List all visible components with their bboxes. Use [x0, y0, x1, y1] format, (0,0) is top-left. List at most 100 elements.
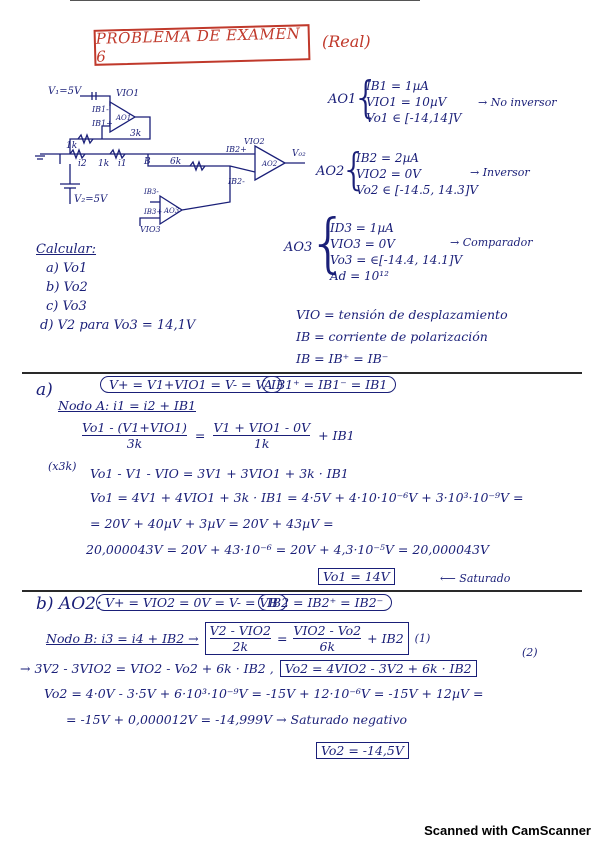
part-a-result: Vo1 = 14V	[318, 568, 395, 585]
spec-ao2-label: AO2	[316, 164, 345, 179]
part-a-eq1: Vo1 - (V1+VIO1) 3k = V1 + VIO1 - 0V 1k +…	[82, 420, 355, 451]
divider-a	[22, 372, 582, 374]
part-b-pill-voltage: V+ = VIO2 = 0V = V- = VB	[96, 594, 287, 611]
spec-ao3-line: Ad = 10¹²	[330, 269, 389, 283]
spec-ao3: ID3 = 1µA VIO3 = 0V Vo3 = ∈[-14.4, 14.1]…	[330, 220, 462, 284]
spec-ao1-note: → No inversor	[478, 96, 557, 109]
part-a-eq4: = 20V + 40µV + 3µV = 20V + 43µV =	[90, 516, 334, 531]
label-ib1m: IB1-	[91, 105, 109, 114]
calcular-item: d) V2 para Vo3 = 14,1V	[40, 318, 196, 333]
part-b-node: Nodo B: i3 = i4 + IB2 →	[46, 631, 199, 646]
spec-ao3-line: Vo3 = ∈[-14.4, 14.1]V	[330, 253, 463, 267]
spec-ao2: IB2 = 2µA VIO2 = 0V Vo2 ∈ [-14.5, 14.3]V	[356, 150, 478, 198]
spec-ao1-line: Vo1 ∈ [-14,14]V	[366, 111, 462, 125]
page-title: PROBLEMA DE EXAMEN 6	[95, 24, 301, 66]
label-vio1: VIO1	[116, 89, 139, 99]
label-vo2: V₀₂	[292, 149, 306, 159]
spec-ao1: IB1 = 1µA VIO1 = 10µV Vo1 ∈ [-14,14]V	[366, 78, 461, 126]
label-ao1: AO1	[115, 114, 131, 122]
resistor-1k-a	[69, 148, 86, 160]
scanner-watermark: Scanned with CamScanner	[424, 823, 591, 838]
part-b-eq2: → 3V2 - 3VIO2 = VIO2 - Vo2 + 6k · IB2 , …	[20, 660, 477, 677]
calcular-item: a) Vo1	[46, 261, 88, 276]
spec-ao3-line: VIO3 = 0V	[330, 237, 395, 251]
label-vio2: VIO2	[244, 137, 265, 146]
resistor-1k-b	[109, 148, 126, 160]
part-b-result: Vo2 = -14,5V	[316, 742, 409, 759]
divider-b	[22, 590, 582, 592]
calcular-item: c) Vo3	[46, 299, 87, 314]
brace-ao1: {	[352, 72, 380, 123]
definitions: VIO = tensión de desplazamiento IB = cor…	[296, 304, 508, 370]
part-b-eq3: Vo2 = 4·0V - 3·5V + 6·10³·10⁻⁹V = -15V +…	[44, 686, 484, 701]
label-r2: 1k	[98, 159, 109, 169]
label-ao3: AO3	[163, 207, 180, 215]
part-a-node: Nodo A: i1 = i2 + IB1	[58, 398, 196, 413]
top-rule	[70, 0, 420, 1]
equation-tag-1: (1)	[414, 632, 431, 645]
brace-ao3: {	[308, 207, 349, 281]
label-vio3: VIO3	[140, 225, 161, 234]
spec-ao2-line: Vo2 ∈ [-14.5, 14.3]V	[356, 183, 479, 197]
part-a-pill-voltage: V+ = V1+VIO1 = V- = VA	[100, 376, 282, 393]
opamp-ao3-shape	[159, 194, 184, 226]
label-ao2: AO2	[261, 160, 278, 168]
eq-b-left-num: V2 - VIO2	[209, 623, 271, 638]
spec-ao1-line: IB1 = 1µA	[366, 79, 429, 93]
label-v2: V₂=5V	[74, 194, 109, 205]
opamp-ao1-shape	[109, 100, 137, 134]
resistor-3k	[77, 133, 94, 145]
circuit-diagram: V₁=5V VIO1 IB1- IB1+ AO1 3k 1k i2 1k i1 …	[35, 86, 306, 234]
part-a-x3k: (x3k)	[48, 460, 77, 473]
spec-ao2-line: IB2 = 2µA	[356, 151, 419, 165]
label-r3: 3k	[130, 129, 141, 139]
label-ib2p: IB2+	[225, 145, 247, 154]
part-b-eq1: Nodo B: i3 = i4 + IB2 → V2 - VIO2 2k = V…	[46, 622, 430, 655]
spec-ao1-label: AO1	[328, 92, 357, 107]
part-a-saturado: Saturado	[459, 572, 511, 585]
eq1-right-den: 1k	[213, 435, 311, 451]
label-i2: i2	[78, 159, 87, 169]
spec-ao1-line: VIO1 = 10µV	[366, 95, 447, 109]
part-a-result-note: ⟵ Saturado	[440, 572, 511, 585]
part-a-eq2: Vo1 - V1 - VIO = 3V1 + 3VIO1 + 3k · IB1	[90, 466, 349, 481]
part-b-label: b) AO2:	[36, 594, 102, 614]
title-box: PROBLEMA DE EXAMEN 6	[93, 24, 311, 66]
definition-line: VIO = tensión de desplazamiento	[296, 307, 508, 322]
part-b-pill-current: IB2 = IB2⁺ = IB2⁻	[258, 594, 393, 611]
part-b-eq4: = -15V + 0,000012V = -14,999V → Saturado…	[66, 712, 408, 727]
opamp-ao2-shape	[254, 144, 287, 182]
spec-ao2-line: VIO2 = 0V	[356, 167, 421, 181]
title-note: (Real)	[322, 32, 371, 51]
eq-b-left-den: 2k	[209, 638, 271, 654]
calcular-block: Calcular: a) Vo1 b) Vo2 c) Vo3 d) V2 par…	[36, 240, 195, 335]
equation-tag-2: (2)	[522, 646, 538, 659]
definition-line: IB = corriente de polarización	[296, 329, 488, 344]
label-i1: i1	[118, 159, 127, 169]
label-ib1p: IB1+	[91, 119, 113, 128]
part-a-label: a)	[36, 380, 53, 400]
label-ib2m: IB2-	[227, 177, 245, 186]
brace-ao2: {	[340, 144, 368, 195]
part-a-eq3: Vo1 = 4V1 + 4VIO1 + 3k · IB1 = 4·5V + 4·…	[90, 490, 524, 505]
resistor-6k	[189, 160, 206, 172]
eq-b-right-num: VIO2 - Vo2	[293, 623, 362, 638]
spec-ao3-line: ID3 = 1µA	[330, 221, 394, 235]
part-a-pill-current: IB1⁺ = IB1⁻ = IB1	[262, 376, 397, 393]
label-ib3p: IB3+	[143, 208, 162, 216]
label-ib3m: IB3-	[143, 188, 159, 196]
part-b-eq2-box: Vo2 = 4VIO2 - 3V2 + 6k · IB2	[279, 660, 477, 677]
calcular-heading: Calcular:	[36, 242, 97, 257]
eq-b-right-den: 6k	[293, 638, 362, 654]
spec-ao3-label: AO3	[284, 240, 313, 255]
calcular-item: b) Vo2	[46, 280, 88, 295]
eq1-left-den: 3k	[82, 435, 187, 451]
part-a-node-text: Nodo A: i1 = i2 + IB1	[58, 398, 196, 413]
label-v1: V₁=5V	[48, 86, 83, 97]
eq1-right-num: V1 + VIO1 - 0V	[213, 420, 311, 435]
part-b-eq2-left: → 3V2 - 3VIO2 = VIO2 - Vo2 + 6k · IB2 ,	[20, 661, 274, 676]
eq1-tail: + IB1	[318, 428, 355, 443]
label-r6: 6k	[170, 157, 181, 167]
spec-ao2-note: → Inversor	[470, 166, 530, 179]
